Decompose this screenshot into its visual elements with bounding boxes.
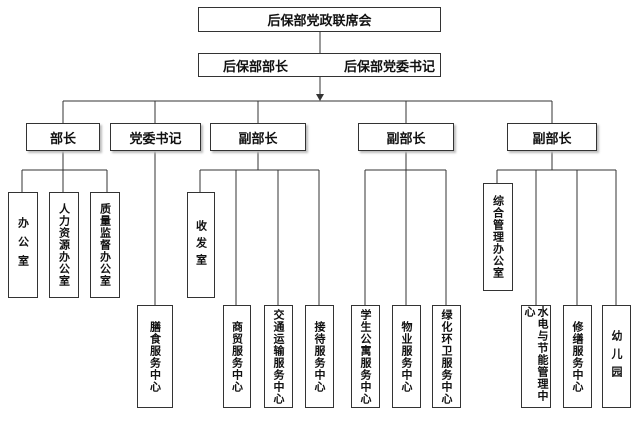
node-deputy-director-1: 副部长	[210, 123, 306, 151]
node-greening-center: 绿化环卫服务中心	[432, 305, 461, 408]
node-canteen: 膳食服务中心	[137, 305, 173, 408]
node-property-center: 物业服务中心	[392, 305, 421, 408]
node-utilities-center: 水电与节能管理中心	[521, 305, 551, 408]
node-reception-center: 接待服务中心	[305, 305, 334, 408]
node-joint-meeting: 后保部党政联席会	[198, 7, 441, 32]
node-party-secretary-label: 后保部党委书记	[344, 59, 436, 75]
node-office: 办公室	[8, 192, 38, 298]
node-transport-center: 交通运输服务中心	[264, 305, 293, 408]
node-repair-center: 修缮服务中心	[563, 305, 592, 408]
node-receiving-office: 收发室	[187, 192, 215, 298]
node-commerce-center: 商贸服务中心	[223, 305, 251, 408]
node-deputy-director-2: 副部长	[358, 123, 454, 151]
node-director: 部长	[26, 123, 100, 151]
node-qa-office: 质量监督办公室	[90, 192, 120, 298]
node-hr-office: 人力资源办公室	[49, 192, 79, 298]
node-student-apartment-center: 学生公寓服务中心	[351, 305, 380, 408]
node-kindergarten: 幼儿园	[602, 305, 631, 408]
node-party-secretary: 党委书记	[110, 123, 201, 151]
node-dept-leaders: 后保部部长 后保部党委书记	[198, 53, 441, 77]
node-director-label: 后保部部长	[223, 59, 289, 75]
node-general-admin-office: 综合管理办公室	[483, 183, 513, 291]
node-deputy-director-3: 副部长	[507, 123, 597, 151]
